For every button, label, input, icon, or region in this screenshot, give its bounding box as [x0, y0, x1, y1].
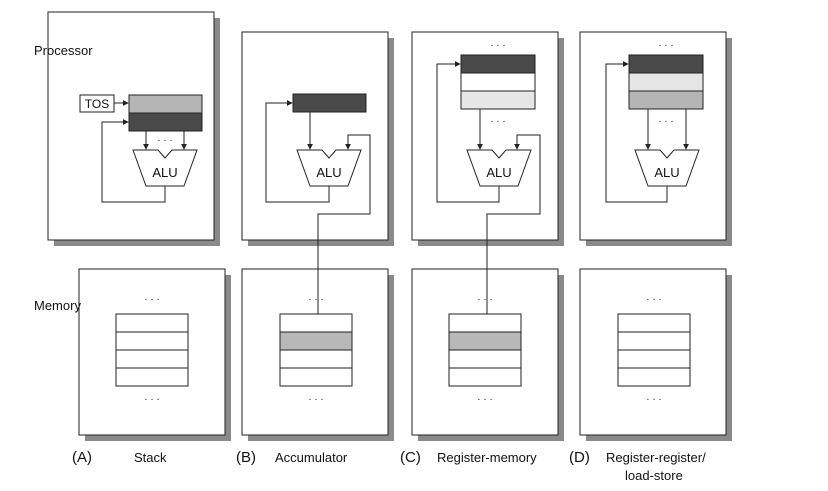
register-memory-architecture: · · · · · · ALU — [436, 40, 541, 332]
stack-architecture: TOS · · · ALU — [79, 94, 203, 203]
memory-c-word-4 — [448, 367, 522, 387]
caption-b-name: Accumulator — [275, 450, 348, 465]
loadstore-result-path — [605, 61, 668, 203]
regmem-register-1 — [460, 54, 536, 74]
regmem-registers-dots-bottom: · · · — [490, 116, 506, 127]
memory-stack-b: · · · · · · — [279, 294, 353, 405]
stack-register-top — [128, 94, 203, 114]
memory-a-dots-bottom: · · · — [144, 394, 160, 405]
memory-a-dots-top: · · · — [144, 294, 160, 305]
caption-d-name-line2: load-store — [625, 468, 683, 483]
stack-register-tos — [128, 112, 203, 132]
acc-result-path — [265, 100, 330, 203]
accumulator-alu — [296, 149, 362, 187]
caption-d: (D) Register-register/ load-store — [569, 449, 706, 483]
loadstore-alu — [634, 149, 700, 187]
caption-c-letter: (C) — [400, 449, 421, 466]
caption-b-letter: (B) — [236, 449, 256, 466]
caption-c-name: Register-memory — [437, 450, 537, 465]
caption-d-name: Register-register/ — [606, 450, 706, 465]
memory-c-word-1 — [448, 313, 522, 333]
memory-b-dots-bottom: · · · — [308, 394, 324, 405]
memory-d-word-4 — [617, 367, 691, 387]
caption-c: (C) Register-memory — [400, 449, 537, 466]
caption-a-name: Stack — [134, 450, 167, 465]
memory-b-dots-top: · · · — [308, 294, 324, 305]
stack-result-path — [101, 119, 166, 203]
regmem-alu — [466, 149, 532, 187]
memory-frame-register-register — [579, 268, 732, 441]
processor-label: Processor — [34, 43, 93, 58]
memory-b-word-1 — [279, 313, 353, 333]
caption-a: (A) Stack — [72, 449, 167, 466]
memory-stack-c: · · · · · · — [448, 294, 522, 405]
memory-b-word-operand — [279, 331, 353, 351]
memory-a-word-4 — [115, 367, 189, 387]
memory-b-word-4 — [279, 367, 353, 387]
memory-a-word-3 — [115, 349, 189, 369]
memory-a-word-2 — [115, 331, 189, 351]
loadstore-registers-dots-top: · · · — [658, 40, 674, 51]
memory-c-word-operand — [448, 331, 522, 351]
memory-frame-stack — [78, 268, 231, 441]
accumulator-architecture: ALU — [265, 93, 371, 332]
memory-stack-a: · · · · · · — [115, 294, 189, 405]
regmem-registers-dots-top: · · · — [490, 40, 506, 51]
stack-alu-label: ALU — [152, 165, 177, 180]
caption-a-letter: (A) — [72, 449, 92, 466]
regmem-memory-to-alu-path — [486, 134, 541, 236]
stack-alu — [132, 149, 198, 187]
loadstore-register-3 — [628, 90, 704, 110]
memory-c-dots-bottom: · · · — [477, 394, 493, 405]
memory-c-word-3 — [448, 349, 522, 369]
memory-stack-d: · · · · · · — [617, 294, 691, 405]
caption-b: (B) Accumulator — [236, 449, 348, 466]
acc-memory-to-alu-path — [317, 134, 371, 236]
memory-a-word-1 — [115, 313, 189, 333]
memory-d-dots-bottom: · · · — [646, 394, 662, 405]
loadstore-register-2 — [628, 72, 704, 92]
loadstore-register-1 — [628, 54, 704, 74]
caption-d-letter: (D) — [569, 449, 590, 466]
memory-label: Memory — [34, 298, 81, 313]
regmem-register-3 — [460, 90, 536, 110]
memory-d-word-3 — [617, 349, 691, 369]
load-store-architecture: · · · · · · ALU — [605, 40, 704, 203]
memory-d-dots-top: · · · — [646, 294, 662, 305]
acc-alu-label: ALU — [316, 165, 341, 180]
memory-d-word-1 — [617, 313, 691, 333]
loadstore-registers-dots-bottom: · · · — [658, 116, 674, 127]
memory-frame-register-memory — [411, 268, 564, 441]
loadstore-alu-label: ALU — [654, 165, 679, 180]
regmem-result-path — [436, 61, 500, 203]
regmem-register-2 — [460, 72, 536, 92]
regmem-alu-label: ALU — [486, 165, 511, 180]
memory-c-dots-top: · · · — [477, 294, 493, 305]
tos-label: TOS — [85, 97, 109, 111]
accumulator-register — [292, 93, 367, 113]
memory-d-word-2 — [617, 331, 691, 351]
stack-alu-dots: · · · — [157, 135, 173, 146]
memory-b-word-3 — [279, 349, 353, 369]
